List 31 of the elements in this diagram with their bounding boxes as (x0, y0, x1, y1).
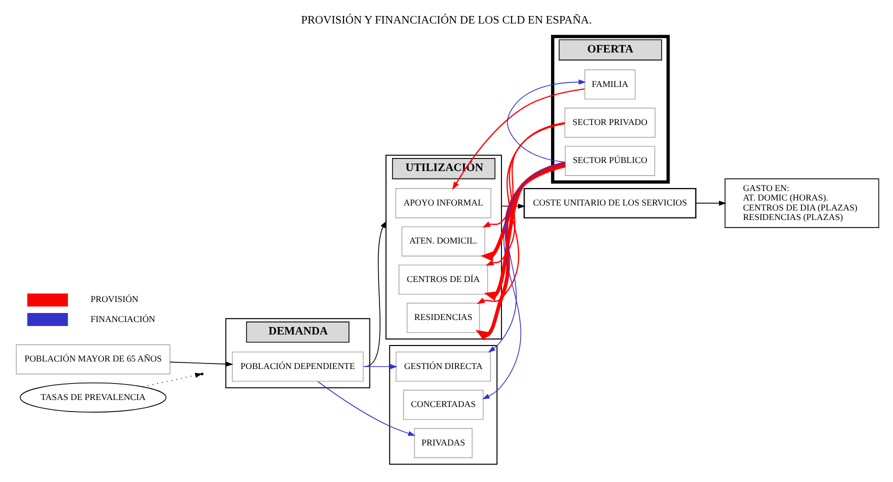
node-box: COSTE UNITARIO DE LOS SERVICIOS (524, 188, 696, 218)
node-box: SECTOR PRIVADO (564, 108, 656, 138)
node-box: APOYO INFORMAL (395, 188, 492, 218)
arrow (170, 362, 234, 367)
legend-label: PROVISIÓN (90, 294, 138, 304)
arrow (486, 122, 565, 266)
arrow (362, 364, 398, 370)
node-box: POBLACIÓN MAYOR DE 65 AÑOS (16, 344, 170, 374)
arrow (482, 123, 565, 228)
node-box: PRIVADAS (414, 428, 473, 458)
diagram-title: PROVISIÓN Y FINANCIACIÓN DE LOS CLD EN ESPAÑA. (301, 14, 592, 27)
arrow (452, 88, 585, 190)
arrow (480, 164, 566, 262)
node-box: CENTROS DE DÍA (398, 264, 488, 295)
arrow (488, 162, 566, 353)
legend-label: FINANCIACIÓN (90, 314, 156, 324)
arrow (506, 79, 586, 163)
arrow (476, 122, 565, 304)
node-ellipse: TASAS DE PREVALENCIA (20, 382, 166, 413)
node-box: RESIDENCIAS (406, 302, 480, 333)
arrow (476, 162, 566, 341)
arrow (482, 162, 566, 400)
node-box: SECTOR PÚBLICO (564, 146, 656, 176)
node-box: ATEN. DOMICIL. (401, 226, 486, 256)
node-box: GASTO EN: AT. DOMIC (HORAS). CENTROS DE DIA (PLAZAS) RESIDENCIAS (PLAZAS) (724, 178, 880, 228)
node-box: GESTIÓN DIRECTA (396, 352, 491, 382)
node-box: CONCERTADAS (403, 390, 484, 420)
node-box: FAMILIA (584, 69, 636, 100)
node-box: POBLACIÓN DEPENDIENTE (232, 352, 364, 382)
arrow (317, 381, 416, 436)
arrow (696, 200, 726, 206)
